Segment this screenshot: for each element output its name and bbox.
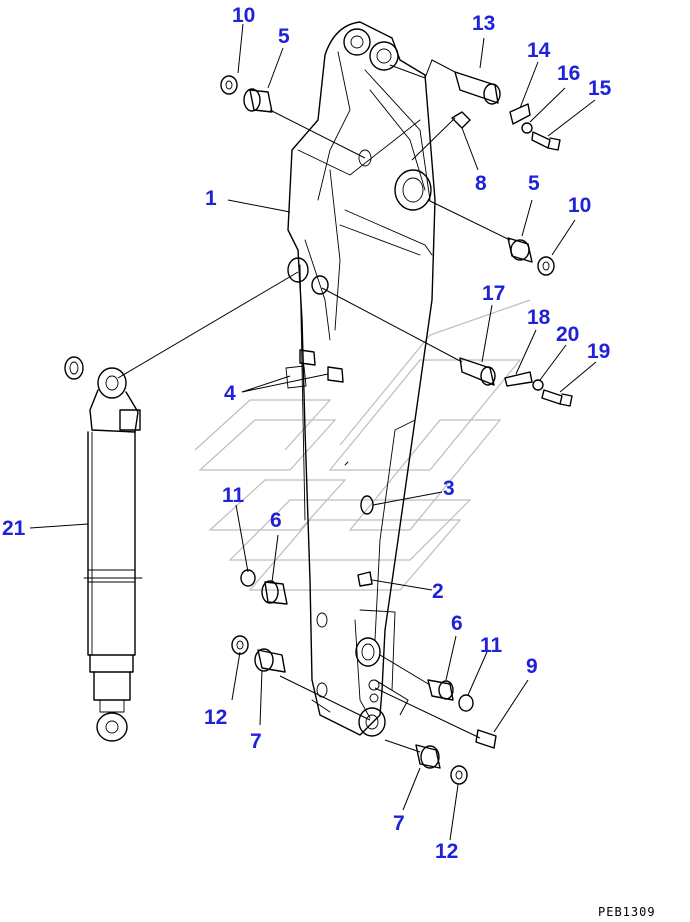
callout-16: 16 — [557, 62, 580, 85]
callout-13: 13 — [472, 12, 495, 35]
callout-21: 21 — [2, 517, 26, 540]
watermark-logo — [194, 299, 531, 591]
callout-20: 20 — [556, 323, 579, 346]
callout-10: 10 — [232, 4, 255, 27]
callout-19: 19 — [587, 340, 610, 363]
callout-7-right: 7 — [393, 812, 405, 835]
callout-14: 14 — [527, 39, 551, 62]
callout-11: 11 — [222, 484, 245, 507]
callout-4: 4 — [224, 382, 236, 405]
callout-12: 12 — [204, 706, 227, 729]
callout-11-right: 11 — [480, 634, 503, 657]
callout-18: 18 — [527, 306, 551, 329]
callout-15: 15 — [588, 77, 612, 100]
callout-numbers: 10 5 13 14 16 15 8 1 5 10 17 18 20 19 4 … — [2, 4, 612, 863]
callout-10-right: 10 — [568, 194, 591, 217]
parts-upper — [220, 71, 573, 587]
callout-1: 1 — [205, 187, 217, 210]
parts-lower — [231, 569, 497, 785]
callout-3: 3 — [443, 477, 455, 500]
callout-5-right: 5 — [528, 172, 540, 195]
callout-12-right: 12 — [435, 840, 458, 863]
boom-cylinder — [64, 356, 143, 742]
drawing-code: PEB1309 — [598, 905, 656, 919]
callout-9: 9 — [526, 655, 538, 678]
callout-17: 17 — [482, 282, 505, 305]
callout-8: 8 — [475, 172, 487, 195]
callout-5: 5 — [278, 25, 290, 48]
callout-7: 7 — [250, 730, 262, 753]
callout-6: 6 — [270, 509, 282, 532]
callout-2: 2 — [432, 580, 444, 603]
leader-lines — [29, 23, 597, 841]
arm-body — [287, 21, 436, 737]
callout-6-right: 6 — [451, 612, 463, 635]
